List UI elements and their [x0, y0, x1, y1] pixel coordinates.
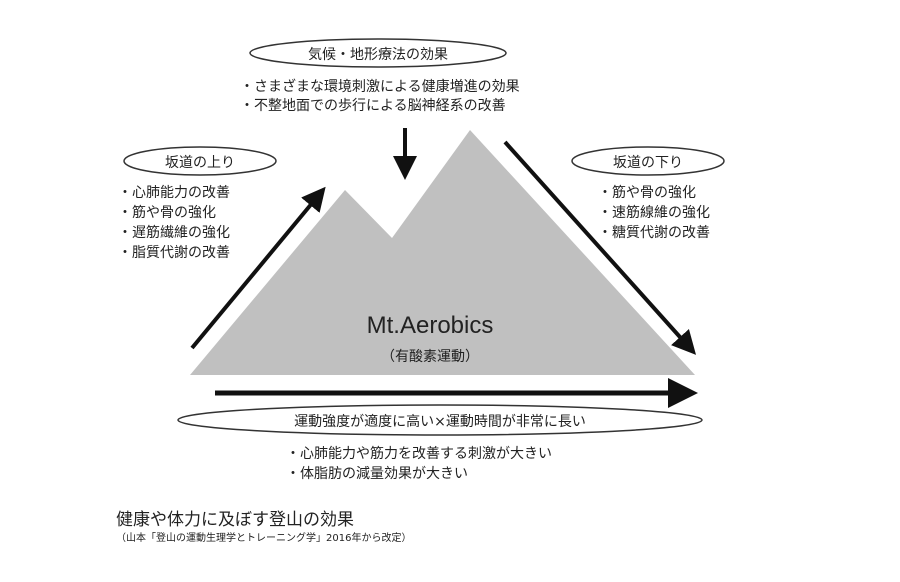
uphill-item: ・心肺能力の改善	[118, 185, 230, 201]
mountain-shape	[190, 130, 695, 375]
uphill-item: ・脂質代謝の改善	[118, 245, 230, 261]
downhill-arrow	[503, 140, 697, 355]
bottom-item: ・心肺能力や筋力を改善する刺激が大きい	[286, 446, 552, 462]
downhill-item: ・速筋線維の強化	[598, 205, 710, 221]
downhill-item: ・糖質代謝の改善	[598, 225, 710, 241]
uphill-item: ・遅筋繊維の強化	[118, 225, 230, 241]
bottom-label: 運動強度が適度に高い×運動時間が非常に長い	[294, 414, 586, 430]
bottom-item: ・体脂肪の減量効果が大きい	[286, 466, 468, 482]
caption-source: （山本「登山の運動生理学とトレーニング学」2016年から改定）	[116, 533, 412, 544]
top-item: ・不整地面での歩行による脳神経系の改善	[240, 98, 506, 114]
top-ellipse	[249, 38, 507, 68]
uphill-label: 坂道の上り	[165, 155, 235, 171]
uphill-item: ・筋や骨の強化	[118, 205, 216, 221]
top-item: ・さまざまな環境刺激による健康増進の効果	[240, 79, 520, 95]
top-label: 気候・地形療法の効果	[308, 47, 448, 63]
bottom-ellipse	[177, 404, 703, 436]
mountain-subtitle: （有酸素運動）	[381, 349, 479, 365]
downhill-item: ・筋や骨の強化	[598, 185, 696, 201]
downhill-ellipse	[571, 146, 725, 176]
uphill-ellipse	[123, 146, 277, 176]
downhill-label: 坂道の下り	[613, 155, 683, 171]
caption-title: 健康や体力に及ぼす登山の効果	[116, 510, 354, 530]
mountain-title: Mt.Aerobics	[366, 312, 494, 339]
uphill-arrow	[190, 186, 326, 350]
